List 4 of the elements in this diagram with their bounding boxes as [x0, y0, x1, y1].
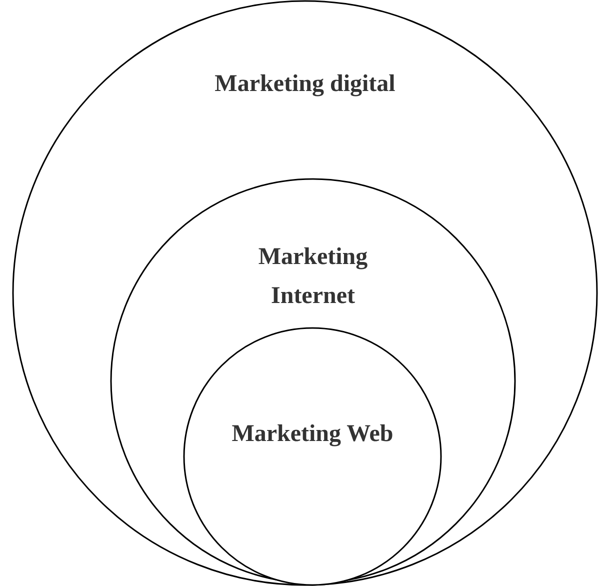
circle: [183, 327, 442, 586]
circle-label: Marketing Internet: [257, 243, 369, 311]
circle-label: Marketing digital: [214, 70, 396, 99]
circle-label: Marketing Web: [230, 420, 394, 449]
